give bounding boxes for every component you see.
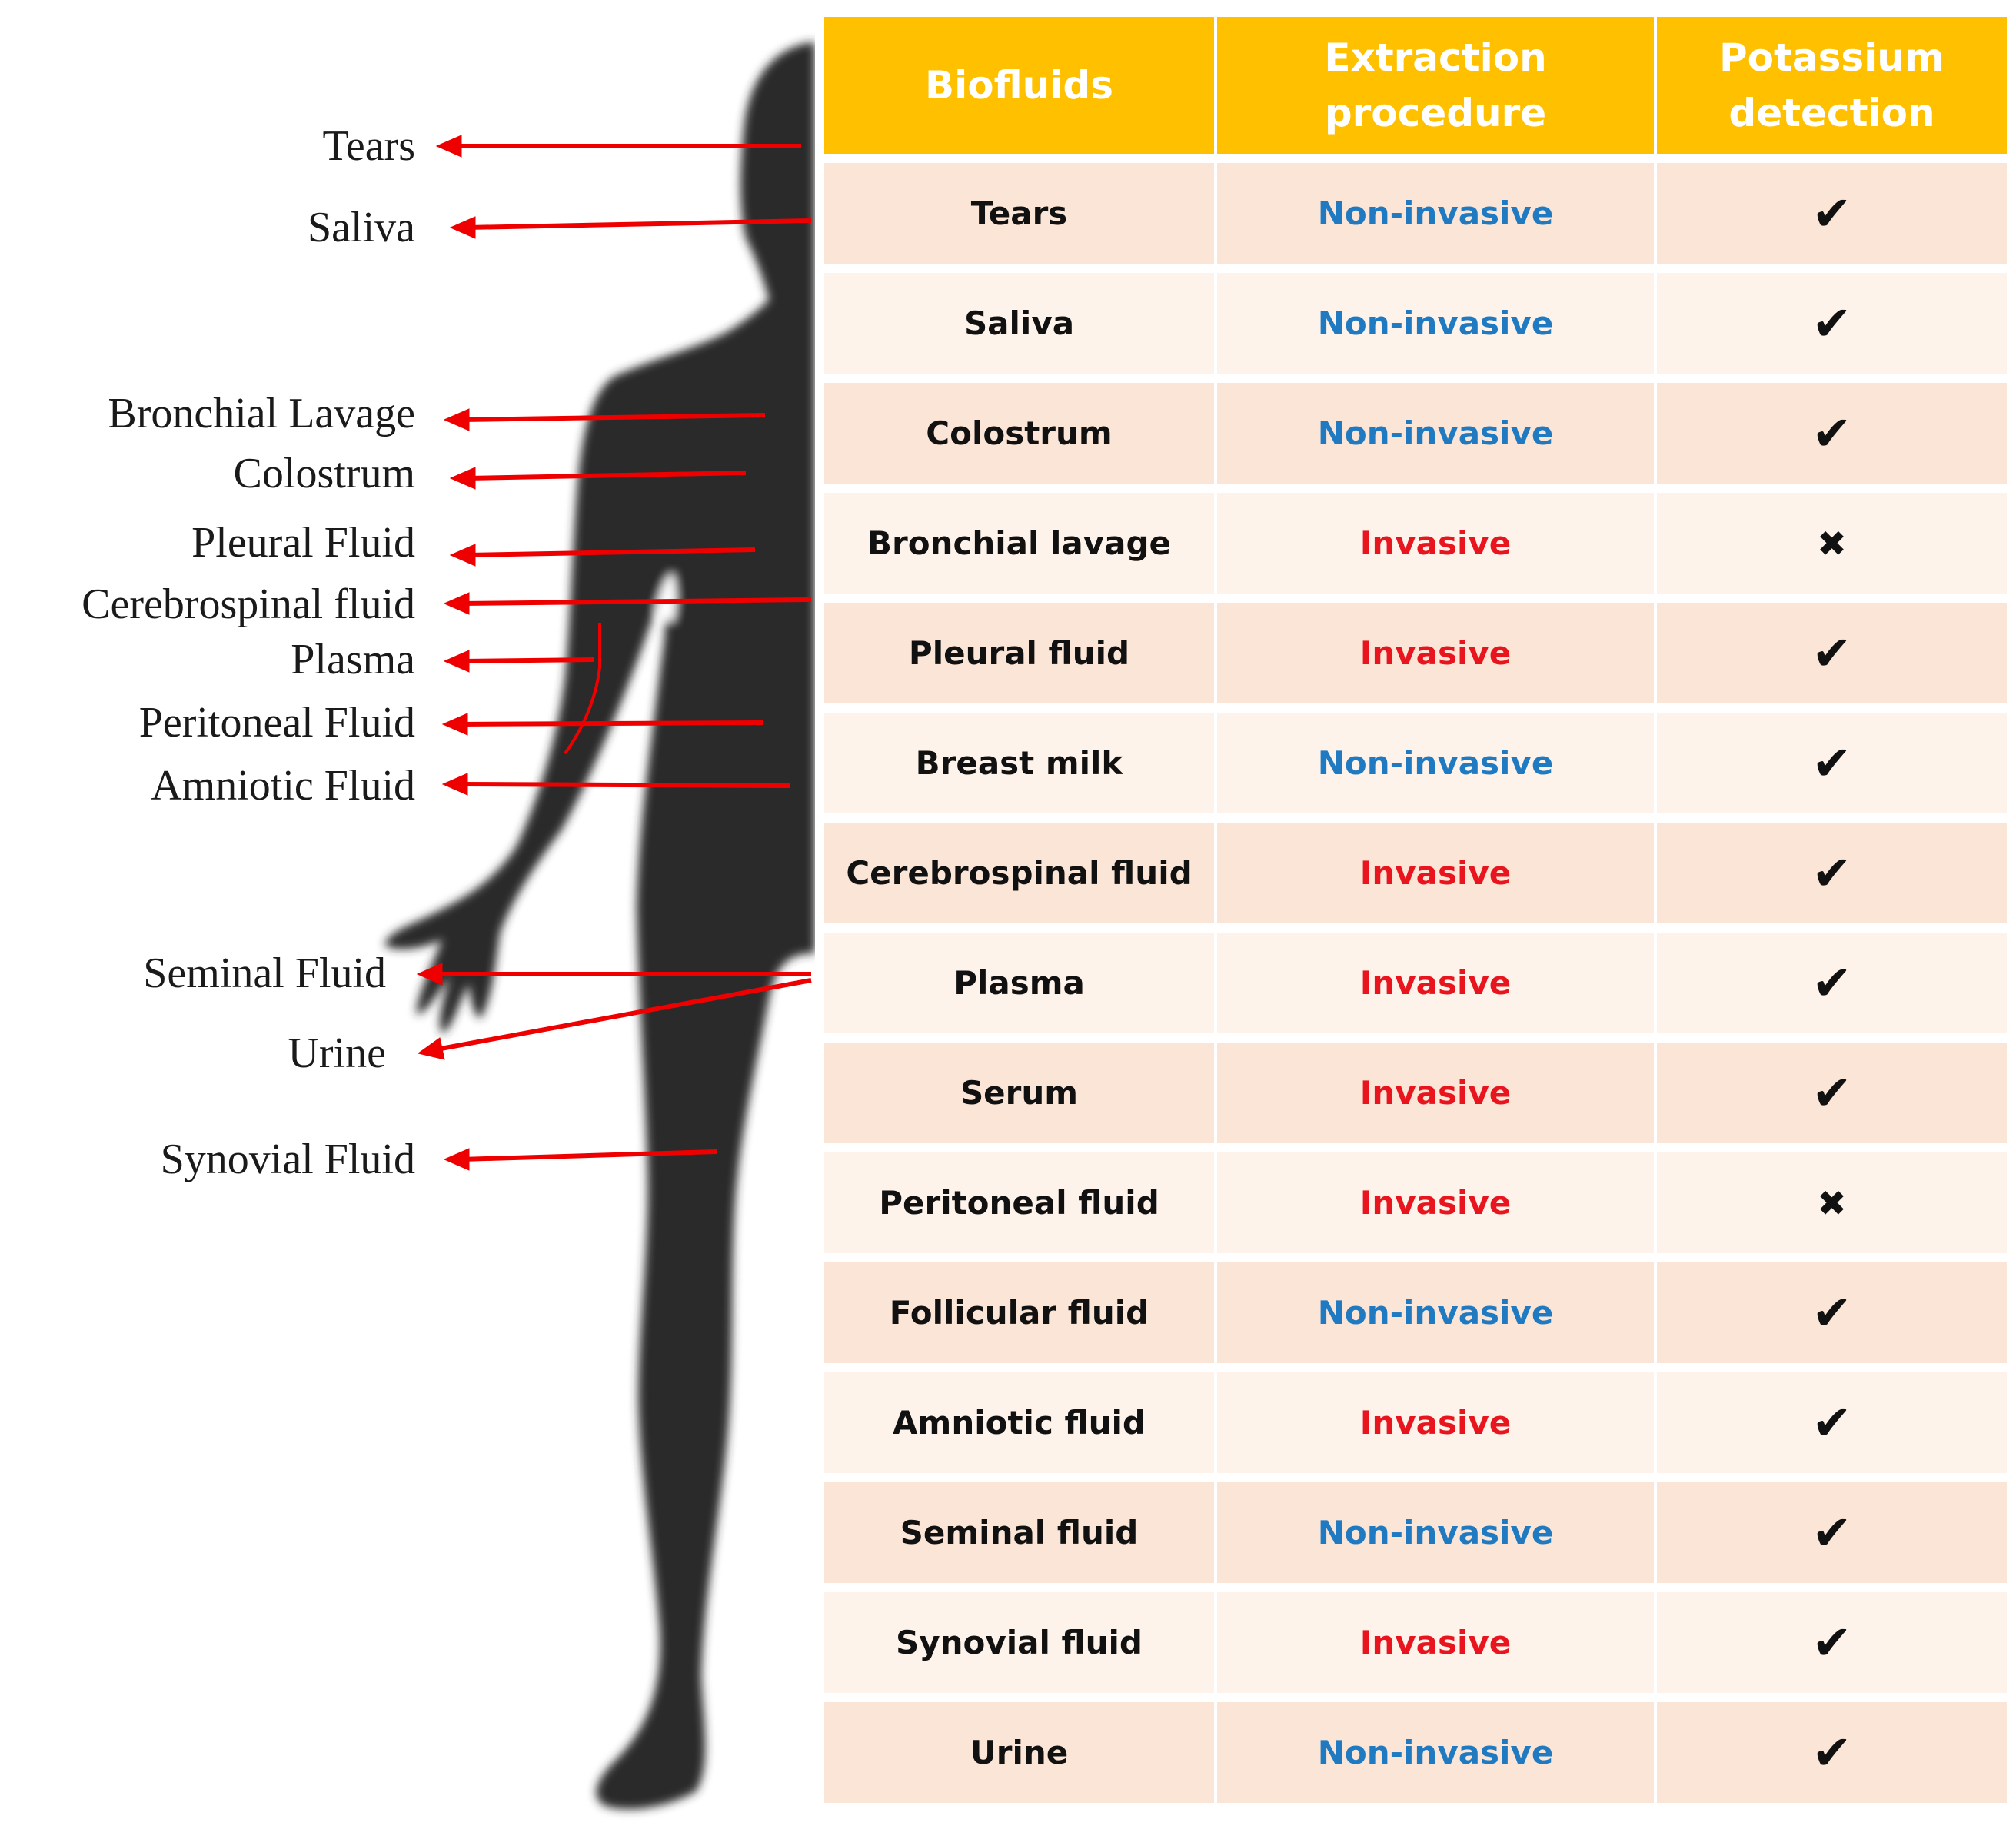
- extraction-procedure: Invasive: [1217, 1592, 1654, 1693]
- check-mark-icon: ✔: [1657, 273, 2007, 374]
- fluid-name: Tears: [824, 163, 1214, 264]
- arrow-peritoneal-head: [441, 713, 468, 736]
- arrow-cerebrospinal-head: [443, 592, 470, 615]
- check-mark-icon: ✔: [1657, 933, 2007, 1033]
- label-cerebrospinal-fluid: Cerebrospinal fluid: [82, 580, 415, 628]
- label-synovial-fluid: Synovial Fluid: [160, 1136, 415, 1183]
- check-mark-icon: ✔: [1657, 383, 2007, 484]
- extraction-procedure: Invasive: [1217, 1043, 1654, 1143]
- arrow-colostrum-head: [449, 467, 476, 490]
- biofluid-table: Biofluids Extraction procedure Potassium…: [824, 17, 2007, 1812]
- label-tears: Tears: [322, 122, 415, 170]
- check-mark-icon: ✔: [1657, 1592, 2007, 1693]
- fluid-name: Follicular fluid: [824, 1262, 1214, 1363]
- cross-mark-icon: ✖: [1657, 493, 2007, 594]
- arrow-plasma-head: [443, 650, 470, 673]
- label-bronchial-lavage: Bronchial Lavage: [108, 390, 415, 437]
- arrow-bronchial: [461, 413, 766, 422]
- extraction-procedure: Invasive: [1217, 823, 1654, 923]
- label-peritoneal-fluid: Peritoneal Fluid: [138, 699, 415, 747]
- check-mark-icon: ✔: [1657, 1262, 2007, 1363]
- fluid-name: Peritoneal fluid: [824, 1152, 1214, 1253]
- arrow-synovial-head: [443, 1148, 470, 1171]
- label-amniotic-fluid: Amniotic Fluid: [151, 762, 415, 810]
- check-mark-icon: ✔: [1657, 163, 2007, 264]
- label-saliva: Saliva: [308, 204, 415, 251]
- arm-gap: [655, 573, 677, 623]
- label-seminal-fluid: Seminal Fluid: [143, 949, 386, 997]
- fluid-name: Urine: [824, 1702, 1214, 1803]
- arrow-pleural: [467, 547, 756, 557]
- header-biofluids: Biofluids: [824, 17, 1214, 154]
- arrow-amniotic: [459, 782, 791, 788]
- extraction-procedure: Invasive: [1217, 1152, 1654, 1253]
- header-potassium-detection: Potassium detection: [1657, 17, 2007, 154]
- check-mark-icon: ✔: [1657, 603, 2007, 703]
- arrow-colostrum: [467, 471, 747, 481]
- cross-mark-icon: ✖: [1657, 1152, 2007, 1253]
- extraction-procedure: Invasive: [1217, 933, 1654, 1033]
- arrow-urine-head: [417, 1037, 445, 1060]
- label-colostrum: Colostrum: [233, 450, 415, 497]
- extraction-procedure: Invasive: [1217, 493, 1654, 594]
- extraction-procedure: Invasive: [1217, 603, 1654, 703]
- arrow-saliva-head: [449, 216, 476, 239]
- check-mark-icon: ✔: [1657, 1372, 2007, 1473]
- check-mark-icon: ✔: [1657, 1482, 2007, 1583]
- header-extraction-procedure: Extraction procedure: [1217, 17, 1654, 154]
- arrow-pleural-head: [449, 544, 476, 567]
- fluid-name: Pleural fluid: [824, 603, 1214, 703]
- arrow-seminal-head: [416, 963, 443, 986]
- fluid-name: Seminal fluid: [824, 1482, 1214, 1583]
- check-mark-icon: ✔: [1657, 1702, 2007, 1803]
- extraction-procedure: Non-invasive: [1217, 1262, 1654, 1363]
- fluid-name: Cerebrospinal fluid: [824, 823, 1214, 923]
- extraction-procedure: Non-invasive: [1217, 273, 1654, 374]
- arrow-plasma: [461, 657, 594, 663]
- arrow-bronchial-head: [443, 408, 470, 431]
- fluid-name: Plasma: [824, 933, 1214, 1033]
- human-silhouette-diagram: [384, 42, 815, 1810]
- fluid-name: Colostrum: [824, 383, 1214, 484]
- fluid-name: Amniotic fluid: [824, 1372, 1214, 1473]
- arrow-peritoneal: [459, 720, 763, 727]
- extraction-procedure: Non-invasive: [1217, 163, 1654, 264]
- body-silhouette: [384, 42, 815, 1810]
- check-mark-icon: ✔: [1657, 713, 2007, 813]
- arrow-amniotic-head: [441, 773, 468, 796]
- arrow-urine: [436, 978, 812, 1052]
- arrow-saliva: [467, 218, 812, 230]
- label-urine: Urine: [288, 1029, 386, 1077]
- fluid-name: Serum: [824, 1043, 1214, 1143]
- extraction-procedure: Invasive: [1217, 1372, 1654, 1473]
- extraction-procedure: Non-invasive: [1217, 1702, 1654, 1803]
- extraction-procedure: Non-invasive: [1217, 383, 1654, 484]
- label-plasma: Plasma: [291, 636, 415, 683]
- extraction-procedure: Non-invasive: [1217, 713, 1654, 813]
- fluid-name: Breast milk: [824, 713, 1214, 813]
- fluid-name: Bronchial lavage: [824, 493, 1214, 594]
- arrow-cerebrospinal: [461, 597, 812, 606]
- arrow-synovial: [461, 1149, 717, 1162]
- fluid-name: Saliva: [824, 273, 1214, 374]
- check-mark-icon: ✔: [1657, 823, 2007, 923]
- label-pleural-fluid: Pleural Fluid: [191, 519, 415, 567]
- fluid-name: Synovial fluid: [824, 1592, 1214, 1693]
- extraction-procedure: Non-invasive: [1217, 1482, 1654, 1583]
- check-mark-icon: ✔: [1657, 1043, 2007, 1143]
- plasma-bracket: [564, 623, 601, 755]
- arrow-tears-head: [435, 135, 462, 158]
